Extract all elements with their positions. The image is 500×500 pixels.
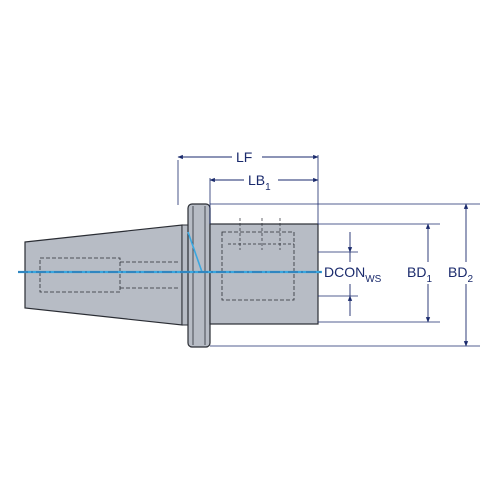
shank-bore [39, 257, 121, 293]
taper-shank [24, 224, 183, 326]
flange-neck [181, 224, 189, 326]
bd1-label: BD1 [407, 264, 432, 285]
lb1-label: LB1 [248, 172, 271, 193]
front-body [209, 223, 319, 325]
flange [187, 203, 211, 348]
inner-bore [221, 231, 295, 301]
dcon-ws-label: DCONWS [324, 264, 382, 285]
lf-label: LF [236, 149, 252, 165]
bd2-label: BD2 [448, 264, 473, 285]
coolant-channel [187, 231, 203, 273]
